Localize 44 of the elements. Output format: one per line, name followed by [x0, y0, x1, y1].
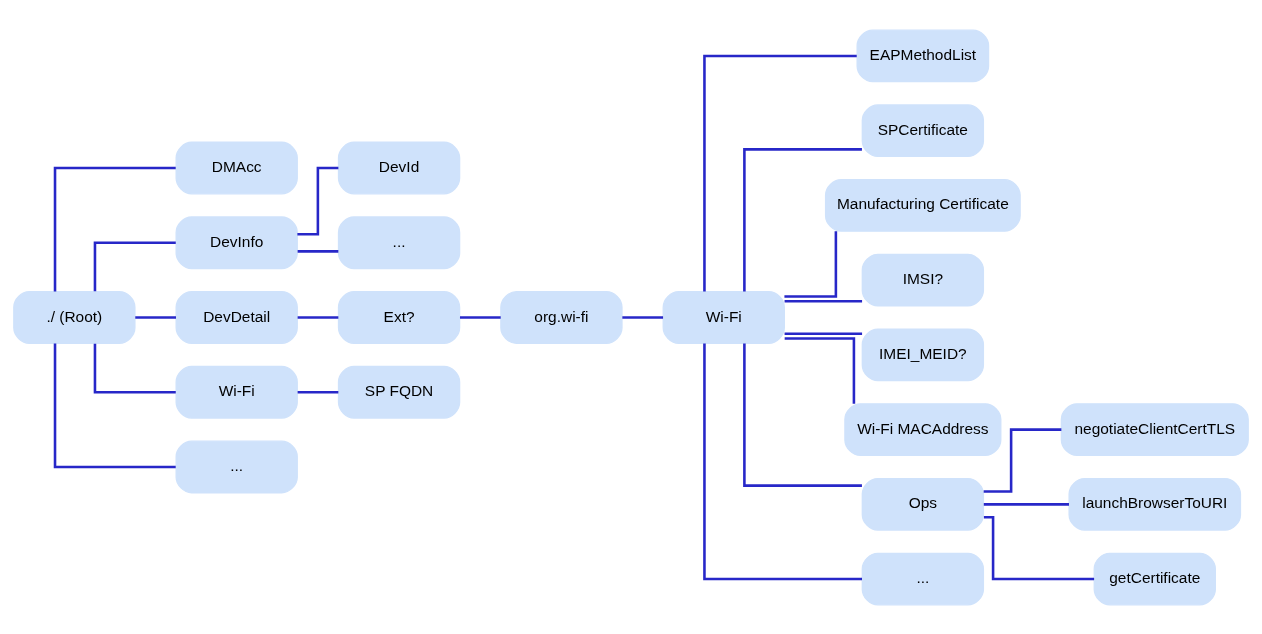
connector [784, 230, 838, 298]
connector [784, 336, 856, 404]
node-box: DevDetail [175, 290, 298, 344]
node-box: Wi-Fi [662, 290, 785, 344]
connector [53, 343, 176, 468]
connector [983, 427, 1062, 493]
connector [983, 515, 1095, 580]
connector [297, 390, 339, 394]
node-box: Manufacturing Certificate [824, 178, 1021, 232]
connector [297, 249, 339, 253]
node-box: SPCertificate [861, 103, 985, 157]
node-box: Ops [861, 477, 985, 531]
connector [93, 240, 176, 291]
node-box: DevInfo [175, 215, 298, 269]
node-box: Wi-Fi MACAddress [844, 402, 1002, 456]
node-box: Wi-Fi [175, 365, 298, 419]
connector [53, 166, 176, 291]
connector [743, 147, 862, 292]
connector [135, 315, 176, 319]
connector [703, 343, 862, 580]
node-box: Ext? [337, 290, 461, 344]
node-box: ... [175, 440, 298, 493]
node-box: org.wi-fi [500, 290, 623, 344]
node-box: IMEI_MEID? [861, 327, 985, 381]
connector [784, 332, 863, 335]
connector [983, 502, 1069, 506]
connector [703, 54, 857, 291]
node-box: EAPMethodList [856, 29, 990, 82]
node-box: ... [337, 215, 461, 269]
node-box: launchBrowserToURI [1068, 477, 1242, 531]
node-box: DMAcc [175, 141, 298, 194]
connector [622, 315, 664, 319]
connector [297, 315, 339, 319]
node-box: negotiateClientCertTLS [1060, 402, 1249, 456]
node-box: ... [861, 552, 985, 605]
node-box: ./ (Root) [13, 290, 136, 344]
connector [743, 342, 862, 487]
node-box: getCertificate [1093, 552, 1216, 605]
connector [93, 343, 176, 394]
connector [784, 299, 863, 302]
node-box: SP FQDN [337, 365, 461, 419]
node-box: IMSI? [861, 253, 985, 307]
node-box: DevId [337, 141, 461, 194]
connector [460, 315, 501, 319]
